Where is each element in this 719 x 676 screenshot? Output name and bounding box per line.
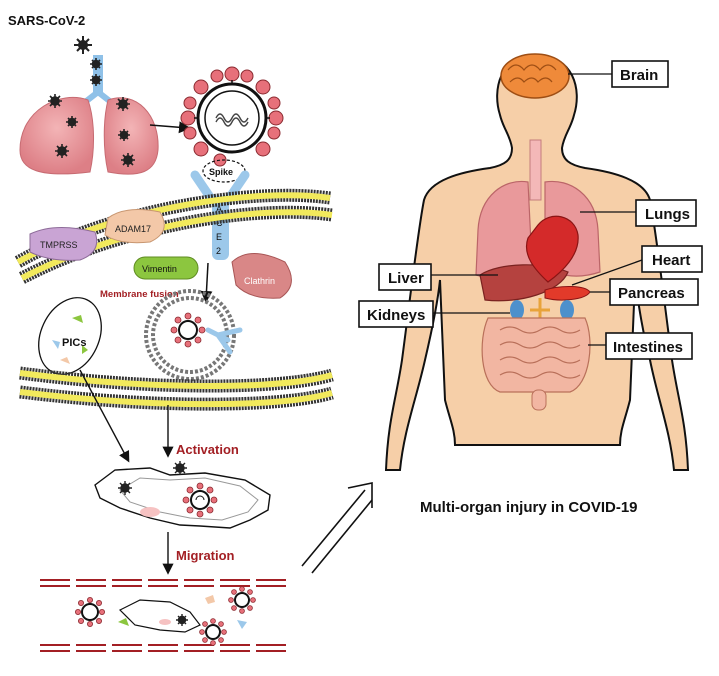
ace2-letter-e: E [216, 232, 222, 242]
ace2-letter-a: A [216, 204, 222, 214]
lungs-label: Lungs [645, 206, 690, 223]
endosome [144, 289, 243, 381]
kidneys-label-box [358, 300, 434, 328]
tmprss-protein [29, 226, 98, 261]
spike-label: Spike [209, 167, 233, 177]
liver-label-box [378, 263, 432, 291]
large-virus-icon [180, 66, 284, 167]
clathrin-protein [231, 253, 292, 299]
lungs-label-box [635, 199, 697, 227]
migrating-cell [74, 586, 256, 646]
arrow-endocytosis [200, 262, 213, 303]
pics-cluster [38, 297, 102, 375]
vimentin-protein [133, 256, 199, 280]
lung-viruses [48, 58, 135, 167]
activated-cell [94, 461, 271, 529]
intestines-illustration [481, 317, 591, 411]
arrow-lung-to-virus [149, 121, 191, 134]
brain-label: Brain [620, 67, 658, 84]
adam17-label: ADAM17 [115, 224, 151, 234]
intestines-label-box [605, 332, 693, 360]
organ-leader-lines [430, 73, 643, 346]
activation-label: Activation [176, 442, 239, 457]
ace2-letter-2: 2 [216, 246, 221, 256]
brain-illustration [500, 53, 570, 99]
kidneys-label: Kidneys [367, 307, 425, 324]
trachea-illustration [529, 139, 542, 201]
pancreas-illustration [544, 286, 591, 301]
pics-label: PICs [62, 337, 86, 349]
virus-label: SARS-CoV-2 [8, 13, 85, 28]
heart-label: Heart [652, 252, 690, 269]
clathrin-label: Clathrin [244, 276, 275, 286]
tmprss-label: TMPRSS [40, 240, 78, 250]
cell-membrane-lower [19, 366, 334, 411]
figure-caption: Multi-organ injury in COVID-19 [420, 499, 638, 516]
heart-illustration [526, 215, 579, 283]
heart-label-box [641, 245, 703, 273]
pancreas-label-box [609, 278, 699, 306]
adam17-protein [104, 209, 165, 244]
arrow-pics-to-cell [79, 369, 130, 463]
ace2-letter-c: C [216, 218, 223, 228]
intestines-label: Intestines [613, 339, 683, 356]
double-arrow-icon [301, 482, 373, 574]
vimentin-label: Vimentin [142, 264, 177, 274]
lungs-illustration [19, 55, 159, 175]
liver-label: Liver [388, 270, 424, 287]
migration-label: Migration [176, 548, 235, 563]
pancreas-label: Pancreas [618, 285, 685, 302]
membrane-fusion-label: Membrane fusion [100, 289, 179, 300]
blood-vessel [40, 579, 290, 652]
virus-particle-icon [74, 36, 92, 54]
brain-label-box [611, 60, 669, 88]
